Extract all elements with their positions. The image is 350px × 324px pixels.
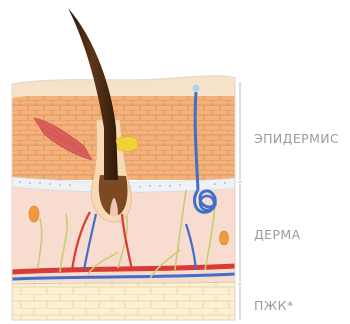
label-epidermis: ЭПИДЕРМИС <box>254 131 339 146</box>
sweat-pore <box>193 85 200 92</box>
sebaceous-gland <box>116 137 138 152</box>
label-hypodermis: ПЖК* <box>254 298 294 313</box>
layer-brackets <box>238 82 242 320</box>
label-dermis: ДЕРМА <box>254 227 301 242</box>
hypodermis-layer <box>12 280 235 324</box>
